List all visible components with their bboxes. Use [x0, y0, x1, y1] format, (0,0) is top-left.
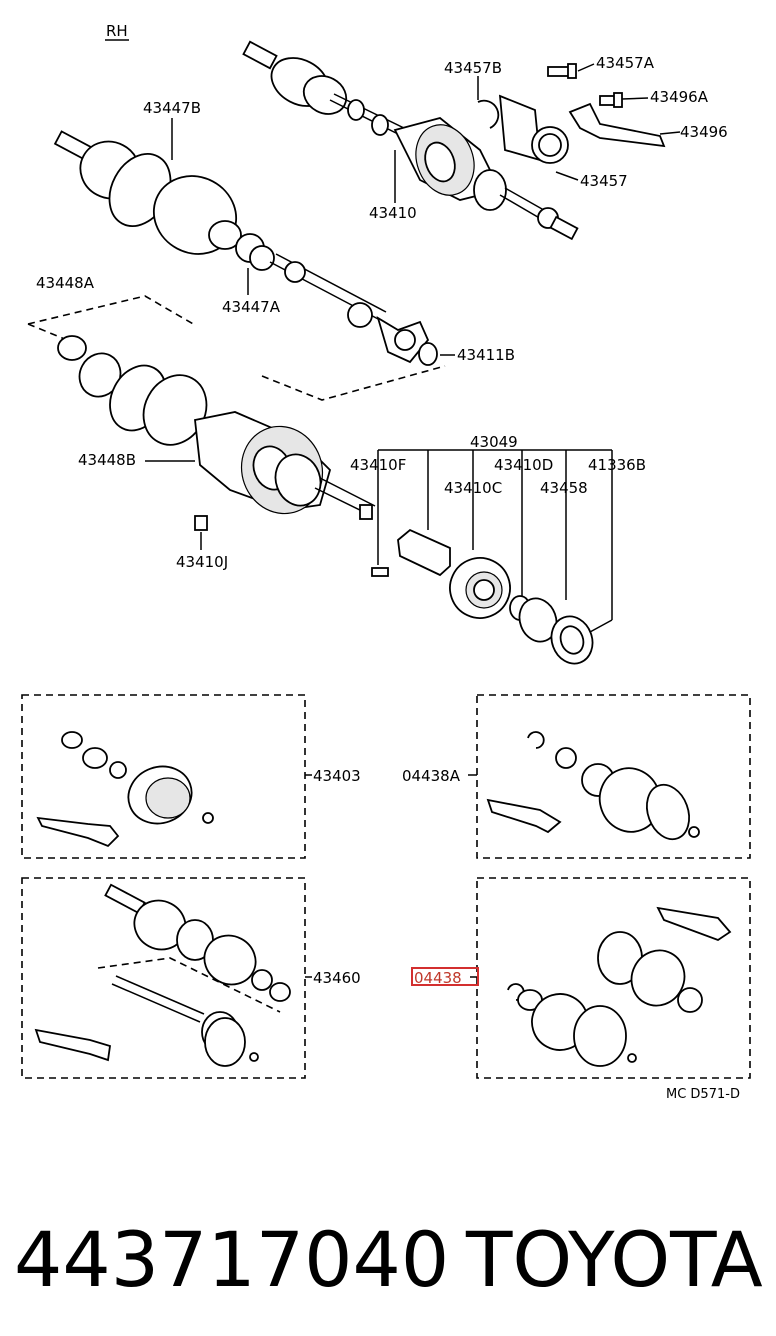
kit-box-04438a: [476, 694, 751, 859]
kit-04438a-parts: [486, 731, 700, 841]
label-43448a: 43448A: [36, 274, 95, 292]
kit-43403-parts: [36, 731, 214, 848]
bearing-seal-parts: [397, 528, 594, 665]
label-04438a: 04438A: [402, 767, 461, 785]
kit-box-43403: [21, 694, 306, 859]
diagram-code: MC D571-D: [666, 1087, 740, 1102]
highlight-box: [411, 967, 479, 986]
long-drive-shaft: [53, 130, 438, 366]
label-43457: 43457: [580, 172, 628, 190]
label-43447b: 43447B: [143, 99, 201, 117]
part-number: 443717040: [14, 1215, 449, 1304]
kit-box-43460: [21, 877, 306, 1079]
label-43410c: 43410C: [444, 479, 502, 497]
label-43447a: 43447A: [222, 298, 281, 316]
bolt-43410f: [371, 567, 389, 577]
label-43448b: 43448B: [78, 451, 136, 469]
label-43049: 43049: [470, 433, 518, 451]
label-43410f: 43410F: [350, 456, 406, 474]
bearing-bracket: [477, 63, 666, 164]
label-41336b: 41336B: [588, 456, 646, 474]
brand-name: TOYOTA: [465, 1215, 763, 1304]
label-43496a: 43496A: [650, 88, 709, 106]
label-43457b: 43457B: [444, 59, 502, 77]
label-43410d: 43410D: [494, 456, 553, 474]
label-43458: 43458: [540, 479, 588, 497]
label-43403: 43403: [313, 767, 361, 785]
label-04438-highlighted[interactable]: 04438: [414, 969, 462, 987]
cv-joint-assembly: [57, 335, 376, 520]
label-43410: 43410: [369, 204, 417, 222]
kit-43460-parts: [34, 883, 291, 1067]
nut-43410j: [194, 515, 208, 531]
label-43496: 43496: [680, 123, 728, 141]
label-43457a: 43457A: [596, 54, 655, 72]
kit-04438-parts: [507, 906, 732, 1067]
upper-drive-shaft: [242, 40, 579, 241]
label-43460: 43460: [313, 969, 361, 987]
label-43410j: 43410J: [176, 553, 228, 571]
label-43411b: 43411B: [457, 346, 515, 364]
side-label: RH: [106, 22, 128, 40]
